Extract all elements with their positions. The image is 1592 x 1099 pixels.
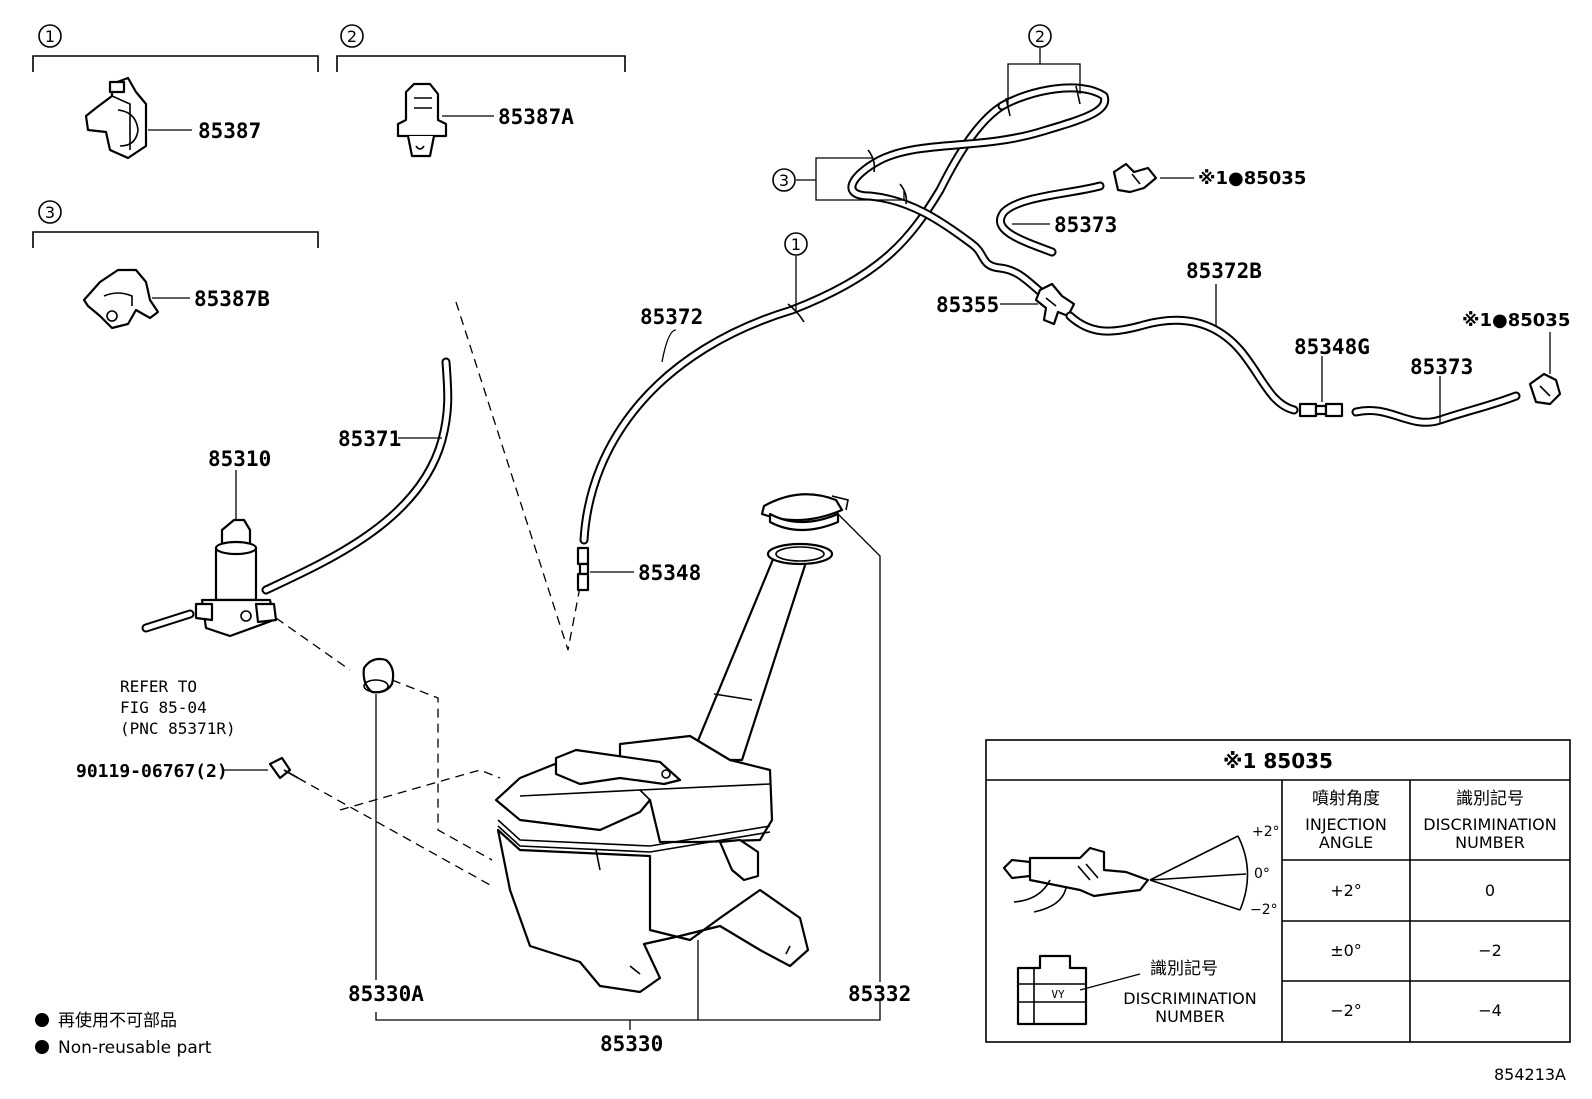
part-85373-lower: 85373 [1410, 355, 1473, 379]
col-injection-en-1: INJECTION [1305, 815, 1387, 834]
part-85355: 85355 [936, 293, 999, 317]
hose-85372 [579, 101, 1007, 545]
col-injection-jp: 噴射角度 [1312, 789, 1380, 809]
angle-plus-label: +2° [1252, 824, 1280, 840]
grommet-85330a [362, 657, 395, 694]
hose-top-loop [847, 83, 1110, 305]
legend-jp: 再使用不可部品 [58, 1010, 177, 1031]
clip-85387-icon [84, 76, 148, 160]
marker-1: 1 [45, 27, 55, 46]
stamp-mark: VY [1051, 988, 1065, 1001]
non-reusable-bullet-icon-2 [35, 1040, 49, 1054]
legend-en: Non-reusable part [58, 1038, 212, 1058]
hose-85373-lower [1351, 391, 1521, 427]
discrimination-stamp-illustration [1016, 954, 1088, 1026]
washer-tank-85330 [494, 542, 834, 994]
joint-85348 [576, 546, 590, 592]
part-85310: 85310 [208, 447, 271, 471]
marker-3-hose: 3 [779, 171, 789, 190]
part-85372: 85372 [640, 305, 703, 329]
nozzle-85035-lower [1528, 372, 1562, 406]
angle-zero-label: 0° [1254, 866, 1270, 882]
part-85372b: 85372B [1186, 259, 1262, 283]
nozzle-angle-table: ※1 85035 噴射角度 INJECTION ANGLE 識別記号 DISCR… [985, 739, 1571, 1043]
part-85387a: 85387A [498, 105, 574, 129]
part-90119-06767: 90119-06767(2) [76, 761, 228, 782]
marker-3: 3 [45, 203, 55, 222]
hose-85371 [261, 357, 453, 595]
tank-cap-85332 [760, 493, 849, 532]
part-85035-upper: ※1●85035 [1198, 168, 1306, 189]
part-85373-upper: 85373 [1054, 213, 1117, 237]
non-reusable-bullet-icon [35, 1013, 49, 1027]
figure-id: 854213A [1494, 1065, 1566, 1084]
col-discrimination-jp: 識別記号 [1456, 789, 1524, 809]
discrimination-en-label-2: NUMBER [1155, 1007, 1225, 1026]
col-discrimination-en-2: NUMBER [1455, 833, 1525, 852]
part-85387b: 85387B [194, 287, 270, 311]
marker-2-hose: 2 [1035, 27, 1045, 46]
clip-85387a-icon [396, 82, 448, 158]
hose-85372b [1065, 311, 1299, 415]
row1-angle: +2° [1330, 881, 1362, 900]
col-discrimination-en-1: DISCRIMINATION [1423, 815, 1556, 834]
tee-joint-85355 [1034, 282, 1076, 326]
row1-number: 0 [1485, 881, 1495, 900]
refer-line-2: FIG 85-04 [120, 698, 207, 717]
clip-85387b-icon [82, 268, 160, 330]
row3-number: −4 [1478, 1001, 1502, 1020]
part-85348g: 85348G [1294, 335, 1370, 359]
col-injection-en-2: ANGLE [1319, 833, 1373, 852]
clip-group-2: 2 85387A [336, 24, 626, 158]
part-85330a: 85330A [348, 982, 424, 1006]
marker-1-hose: 1 [791, 235, 801, 254]
joint-85348g [1298, 402, 1344, 418]
row3-angle: −2° [1330, 1001, 1362, 1020]
angle-minus-label: −2° [1250, 902, 1278, 918]
part-85348: 85348 [638, 561, 701, 585]
discrimination-en-label-1: DISCRIMINATION [1123, 989, 1256, 1008]
marker-2: 2 [347, 27, 357, 46]
refer-line-3: (PNC 85371R) [120, 719, 236, 738]
clip-group-3: 3 85387B [32, 200, 319, 330]
part-85330: 85330 [600, 1032, 663, 1056]
part-85387: 85387 [198, 119, 261, 143]
nozzle-spray-illustration [1002, 835, 1249, 913]
part-85035-lower: ※1●85035 [1462, 310, 1570, 331]
hose-85373-upper [996, 181, 1105, 257]
table-title: ※1 85035 [1223, 749, 1333, 773]
refer-line-1: REFER TO [120, 677, 197, 696]
washer-pump-85310 [194, 518, 278, 638]
bolt-icon [268, 756, 299, 780]
row2-number: −2 [1478, 941, 1502, 960]
clip-group-1: 1 85387 [32, 24, 319, 160]
nozzle-85035-upper [1112, 162, 1158, 194]
part-85371: 85371 [338, 427, 401, 451]
row2-angle: ±0° [1330, 941, 1362, 960]
discrimination-jp-label: 識別記号 [1150, 959, 1218, 979]
